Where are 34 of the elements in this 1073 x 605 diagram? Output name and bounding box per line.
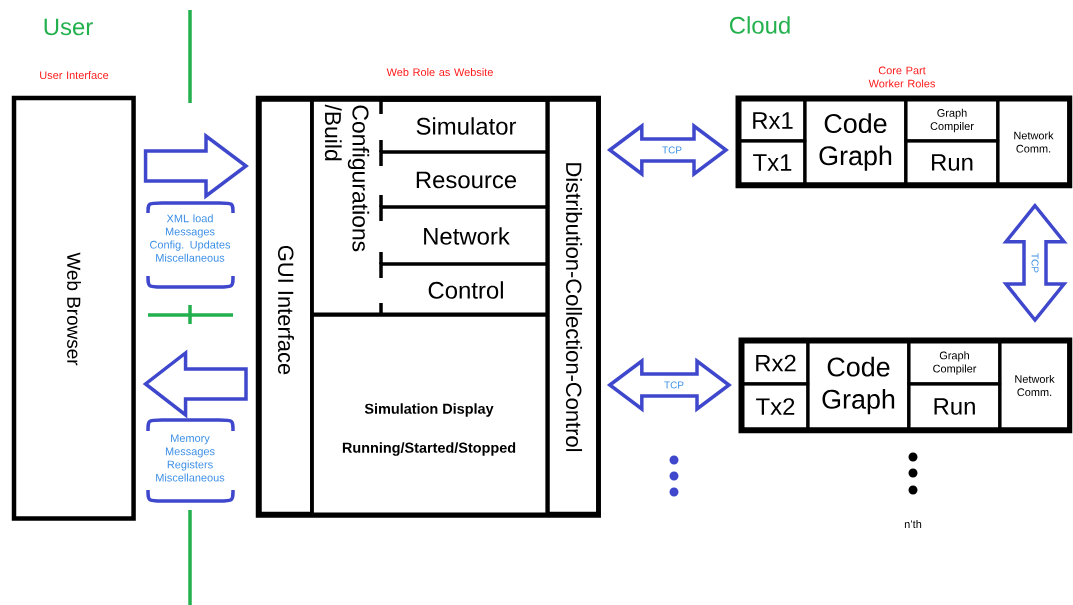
cell: Resource — [379, 150, 550, 209]
cell: Run — [904, 139, 1000, 186]
cell: Code Graph — [806, 340, 911, 431]
cell: Network Comm. — [998, 340, 1071, 431]
cell: Code Graph — [803, 98, 908, 186]
edge-label: TCP — [664, 381, 684, 389]
box-heading: Core Part Worker Roles — [868, 66, 935, 88]
gui-column: GUI Interface — [258, 98, 314, 516]
cell: Network — [379, 205, 550, 266]
cell: Rx2 — [741, 340, 810, 386]
distribution-column: Distribution-Collection-Control — [546, 98, 600, 516]
box-heading: Web Role as Website — [386, 68, 493, 76]
block-arrow — [142, 349, 248, 419]
instance-label: n’th — [904, 520, 922, 528]
edge-label: TCP — [1031, 253, 1039, 273]
cell: Tx1 — [738, 139, 807, 186]
edge-label: Memory Messages Registers Miscellaneous — [156, 434, 225, 482]
section-title: User — [44, 18, 93, 36]
cell: Control — [379, 262, 550, 317]
cell: Graph Compiler — [904, 98, 1000, 143]
display-panel: Simulation Display Running/Started/Stopped — [310, 313, 549, 516]
cell: Run — [907, 382, 1002, 431]
edge-label: XML load Messages Config. Updates Miscellaneous — [150, 214, 231, 262]
cell: Network Comm. — [996, 98, 1071, 186]
cell: Tx2 — [741, 382, 810, 431]
section-title: Cloud — [730, 16, 790, 34]
cell: Simulator — [379, 98, 550, 154]
cell: Graph Compiler — [907, 340, 1002, 386]
edge-label: TCP — [662, 146, 682, 154]
box-heading: User Interface — [40, 71, 109, 79]
browser-box: Web Browser — [11, 95, 136, 521]
cell: Rx1 — [738, 98, 807, 143]
worker-box — [738, 337, 1073, 434]
block-arrow — [143, 132, 249, 200]
